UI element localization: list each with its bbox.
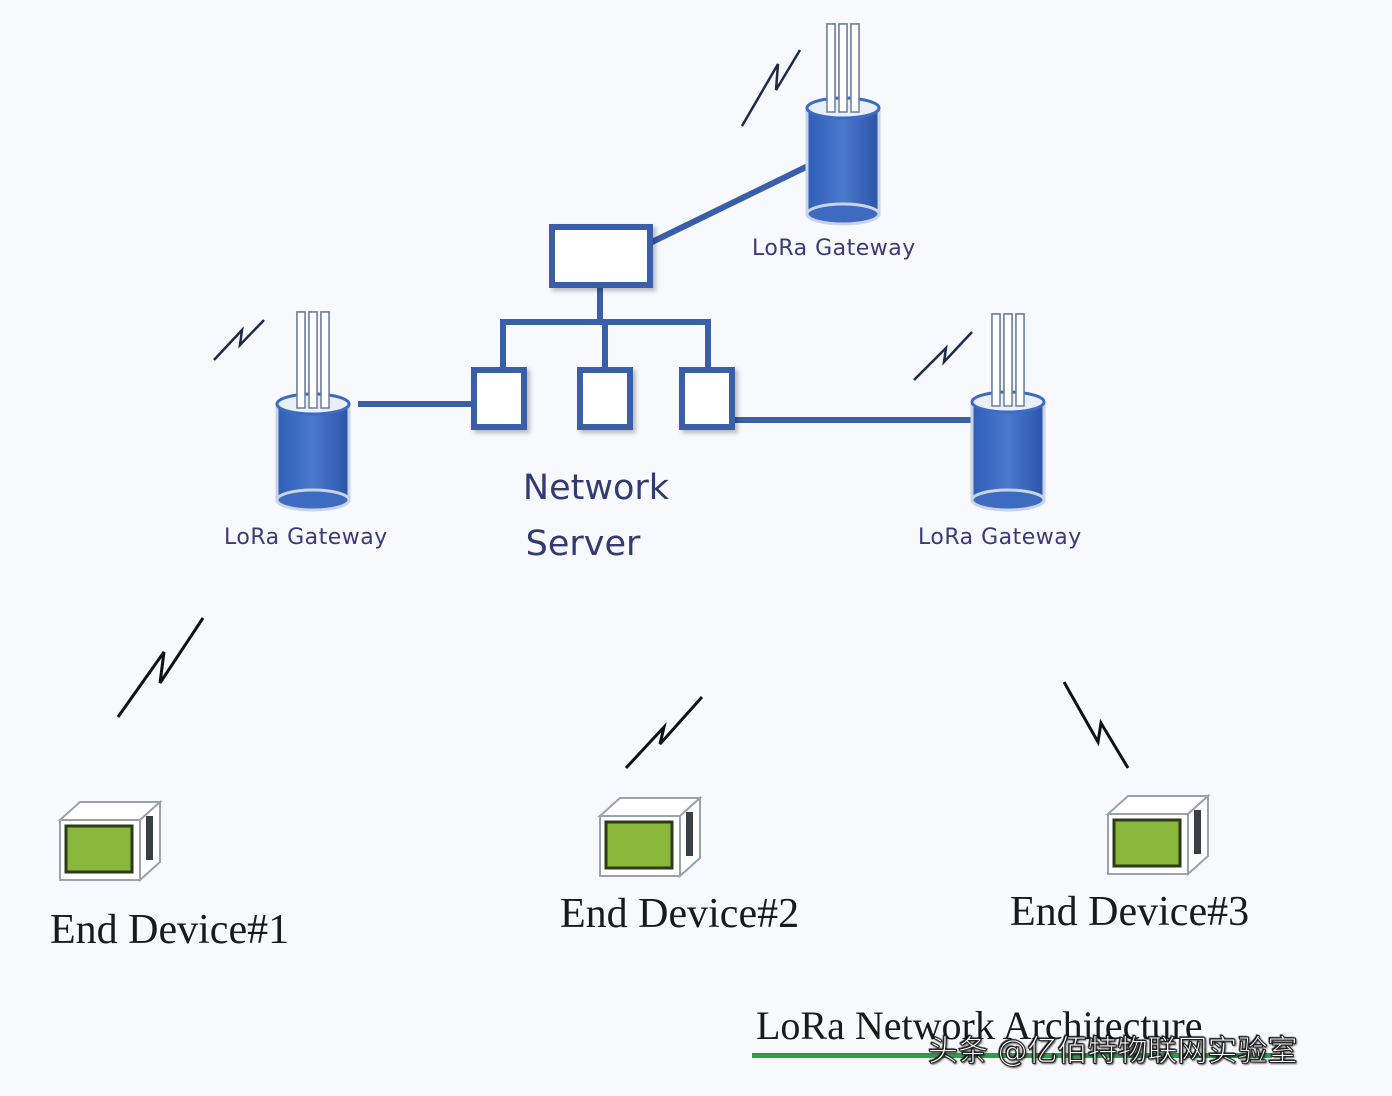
server-node-left: [471, 367, 527, 430]
antenna-pole-icon: [296, 311, 306, 409]
antenna-pole-icon: [826, 23, 836, 113]
network-server-label-line1: Network: [522, 468, 670, 508]
end-device-3: [1105, 793, 1211, 877]
antenna-pole-icon: [308, 311, 318, 409]
end-device-1: [57, 799, 163, 883]
gateway-body-icon: [970, 400, 1046, 502]
server-node-right: [679, 367, 735, 430]
end-device-1-label: End Device#1: [50, 907, 290, 953]
gateway-right: [970, 313, 1046, 512]
end-device-2-label: End Device#2: [560, 891, 800, 937]
network-server-label: Network Server: [486, 460, 706, 572]
device-screen-icon: [1112, 818, 1182, 868]
server-main-box: [549, 224, 653, 288]
server-node-mid: [577, 367, 633, 430]
device-screen-icon: [64, 824, 134, 874]
link-server-to-top-gateway: [650, 163, 810, 245]
device-side-slot-icon: [1194, 810, 1201, 854]
signal-icon-device-2: [624, 696, 704, 770]
server-boxes: [471, 224, 735, 430]
gateway-body-icon: [805, 106, 881, 216]
gateway-label-right: LoRa Gateway: [918, 525, 1082, 550]
antenna-pole-icon: [320, 311, 330, 409]
gateway-base-icon: [275, 488, 351, 512]
gateway-base-icon: [970, 488, 1046, 512]
antenna-pole-icon: [850, 23, 860, 113]
gateway-body-icon: [275, 402, 351, 502]
antenna-pole-icon: [1015, 313, 1025, 407]
watermark: 头条 @亿佰特物联网实验室: [928, 1034, 1299, 1070]
device-side-slot-icon: [146, 816, 153, 860]
antenna-pole-icon: [838, 23, 848, 113]
antenna-pole-icon: [991, 313, 1001, 407]
radio-signals: [116, 49, 1130, 770]
gateway-label-top: LoRa Gateway: [752, 236, 916, 261]
gateway-left: [275, 311, 351, 512]
signal-icon-device-1: [116, 617, 205, 718]
antenna-pole-icon: [1003, 313, 1013, 407]
caption-underline: [752, 1053, 1272, 1058]
signal-icon-left-gateway: [213, 319, 265, 361]
network-server-label-line2: Server: [525, 524, 641, 564]
diagram-caption: LoRa Network Architecture: [756, 1003, 1203, 1048]
gateway-top: [805, 23, 881, 226]
device-side-slot-icon: [686, 812, 693, 856]
gateway-base-icon: [805, 202, 881, 226]
signal-icon-top-gateway: [740, 49, 802, 127]
server-topology: [358, 163, 975, 423]
gateway-label-left: LoRa Gateway: [224, 525, 388, 550]
signal-icon-device-3: [1062, 681, 1130, 769]
device-screen-icon: [604, 820, 674, 870]
end-device-2: [597, 795, 703, 879]
signal-icon-right-gateway: [913, 331, 973, 381]
end-device-3-label: End Device#3: [1010, 889, 1250, 935]
